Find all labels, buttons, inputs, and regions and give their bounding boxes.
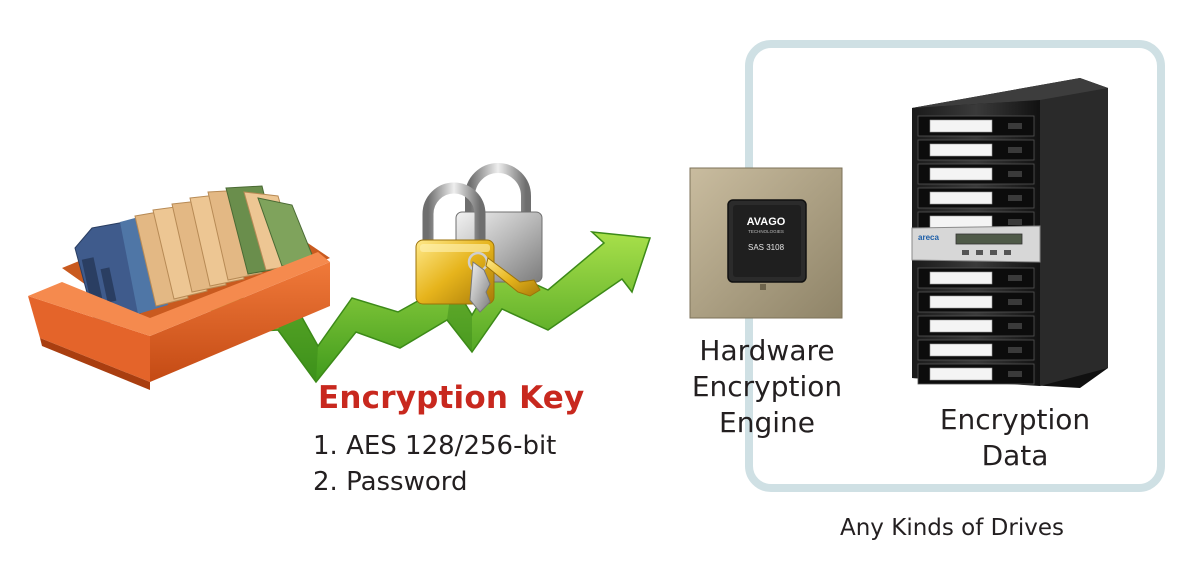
drive-bay xyxy=(917,291,1035,313)
drive-bays-top xyxy=(917,115,1035,233)
drive-bay xyxy=(917,163,1035,185)
drive-bay xyxy=(917,187,1035,209)
chip-brand-sub: TECHNOLOGIES xyxy=(748,229,784,234)
hardware-engine-line: Hardware xyxy=(699,334,835,367)
hardware-engine-line: Encryption xyxy=(691,370,843,403)
hardware-engine-label: Hardware Encryption Engine xyxy=(682,333,852,441)
chip-brand: AVAGO xyxy=(747,216,786,228)
chip-model: SAS 3108 xyxy=(748,243,785,252)
storage-tower-icon: areca xyxy=(911,78,1108,388)
encryption-data-line: Encryption xyxy=(939,403,1091,436)
raid-chip-icon: AVAGO TECHNOLOGIES SAS 3108 xyxy=(689,167,843,319)
tower-brand: areca xyxy=(918,233,939,242)
encryption-key-item: 2. Password xyxy=(313,467,468,497)
drive-bay xyxy=(917,115,1035,137)
encryption-data-label: Encryption Data xyxy=(925,402,1105,474)
hardware-engine-line: Engine xyxy=(719,406,815,439)
drive-bay xyxy=(917,267,1035,289)
drive-bay xyxy=(917,315,1035,337)
file-tray-icon xyxy=(28,185,330,390)
encryption-key-list: 1. AES 128/256-bit 2. Password xyxy=(313,428,556,500)
lcd-display xyxy=(955,233,1023,245)
encryption-key-title: Encryption Key xyxy=(318,380,585,416)
drive-bays-bottom xyxy=(917,267,1035,385)
key-icon xyxy=(467,251,541,313)
encryption-data-line: Data xyxy=(981,439,1049,472)
drives-caption: Any Kinds of Drives xyxy=(840,515,1064,541)
drive-bay xyxy=(917,339,1035,361)
encryption-key-item: 1. AES 128/256-bit xyxy=(313,431,557,461)
drive-bay xyxy=(917,363,1035,385)
drive-bay xyxy=(917,139,1035,161)
